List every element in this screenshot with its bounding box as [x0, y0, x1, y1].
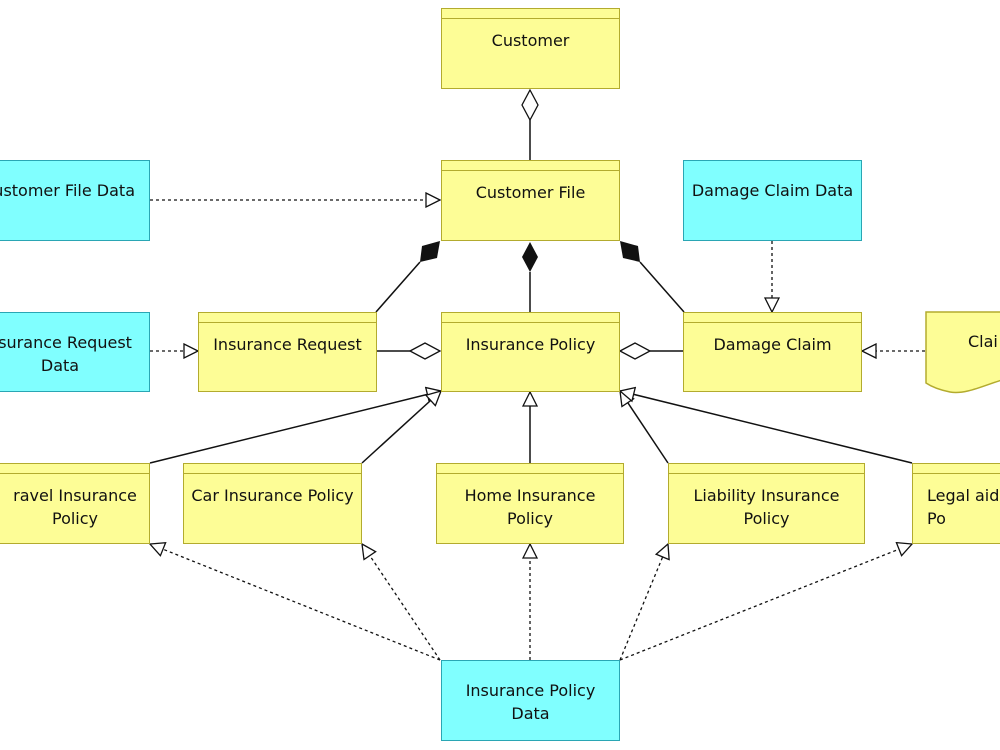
node-header-bar [669, 473, 864, 474]
access-policy-data-legal [619, 544, 912, 661]
customer-node[interactable]: Customer [441, 8, 620, 89]
composition-request-file [375, 261, 421, 313]
composition-claim-file [639, 261, 685, 313]
customer-file-node[interactable]: Customer File [441, 160, 620, 241]
node-header-bar [442, 322, 619, 323]
node-header-bar [442, 18, 619, 19]
aggregation-diamond-customer [521, 88, 539, 122]
node-header-bar [442, 170, 619, 171]
aggregation-diamond-request-policy [408, 342, 442, 360]
access-policy-data-car [362, 544, 441, 661]
insurance-request-label: Insurance Request [213, 335, 362, 354]
node-header-bar [199, 322, 376, 323]
insurance-policy-label: Insurance Policy [465, 335, 596, 354]
node-header-bar [913, 473, 1000, 474]
specialization-liability [620, 391, 669, 464]
customer-file-data-node[interactable]: ustomer File Data [0, 160, 150, 241]
node-header-bar [184, 473, 361, 474]
composition-diamond-request [420, 241, 440, 262]
specialization-legal [620, 391, 913, 464]
node-header-bar [437, 473, 623, 474]
home-policy-node[interactable]: Home Insurance Policy [436, 463, 624, 544]
composition-diamond-claim [620, 241, 640, 262]
car-policy-label: Car Insurance Policy [191, 486, 354, 505]
node-header-bar [684, 322, 861, 323]
customer-file-label: Customer File [475, 183, 586, 202]
insurance-policy-data-node[interactable]: Insurance Policy Data [441, 660, 620, 741]
insurance-request-data-node[interactable]: nsurance Request Data [0, 312, 150, 392]
composition-diamond-policy [522, 242, 538, 272]
customer-label: Customer [491, 31, 570, 50]
specialization-car [361, 391, 441, 464]
claim-doc-node[interactable]: Clai [926, 312, 1000, 392]
specialization-travel [149, 391, 441, 464]
damage-claim-node[interactable]: Damage Claim [683, 312, 862, 392]
claim-doc-label: Clai [968, 332, 998, 351]
insurance-request-data-label: nsurance Request Data [0, 333, 132, 375]
travel-policy-label: ravel Insurance Policy [13, 486, 137, 528]
damage-claim-label: Damage Claim [713, 335, 832, 354]
damage-claim-data-node[interactable]: Damage Claim Data [683, 160, 862, 241]
car-policy-node[interactable]: Car Insurance Policy [183, 463, 362, 544]
legal-policy-node[interactable]: Legal aid Po [912, 463, 1000, 544]
node-header-bar [0, 473, 149, 474]
travel-policy-node[interactable]: ravel Insurance Policy [0, 463, 150, 544]
insurance-request-node[interactable]: Insurance Request [198, 312, 377, 392]
legal-policy-label: Legal aid Po [927, 486, 1000, 528]
insurance-policy-node[interactable]: Insurance Policy [441, 312, 620, 392]
damage-claim-data-label: Damage Claim Data [691, 181, 854, 200]
insurance-policy-data-label: Insurance Policy Data [465, 681, 596, 723]
liability-policy-label: Liability Insurance Policy [693, 486, 840, 528]
liability-policy-node[interactable]: Liability Insurance Policy [668, 463, 865, 544]
access-policy-data-liability [619, 544, 668, 661]
access-policy-data-travel [150, 544, 441, 661]
claim-doc-shape [925, 311, 1000, 394]
aggregation-diamond-claim-policy [618, 342, 652, 360]
home-policy-label: Home Insurance Policy [464, 486, 596, 528]
customer-file-data-label: ustomer File Data [0, 181, 135, 200]
